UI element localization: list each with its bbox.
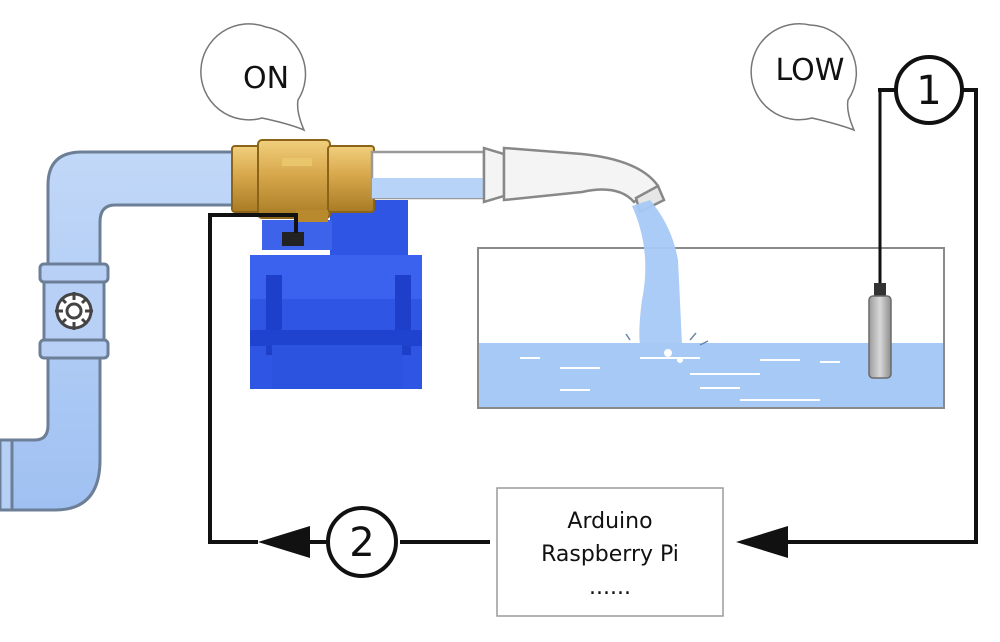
signal-wires	[208, 88, 978, 544]
controller-line-2: Raspberry Pi	[541, 542, 679, 567]
step-1-label: 1	[916, 68, 941, 114]
valve-actuator	[250, 200, 422, 389]
water-ripples	[520, 349, 840, 401]
step-2-label: 2	[349, 520, 374, 566]
gear-icon	[55, 292, 93, 330]
speech-bubble-icon	[750, 23, 858, 132]
water-stream	[632, 200, 682, 345]
flow-meter	[38, 262, 110, 360]
water-tank	[477, 247, 945, 409]
level-sensor	[868, 92, 892, 379]
brass-valve	[231, 139, 375, 222]
controller-line-1: Arduino	[567, 509, 652, 534]
arrow-icon	[258, 526, 310, 558]
speech-bubble-icon	[200, 23, 307, 132]
valve-status-label: ON	[243, 61, 289, 96]
arrow-icon	[736, 526, 788, 558]
splash	[625, 332, 709, 346]
controller-box	[496, 487, 724, 617]
inlet-pipe	[0, 150, 240, 512]
outlet-hose	[370, 146, 666, 214]
level-status-label: LOW	[776, 53, 845, 88]
step-1-circle	[894, 55, 964, 125]
controller-line-3: ......	[589, 575, 631, 600]
step-2-circle	[326, 506, 398, 578]
